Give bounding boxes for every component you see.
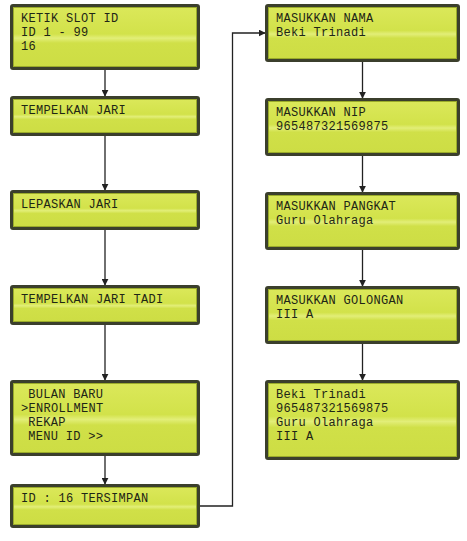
flow-arrow: [104, 325, 105, 380]
lcd-text: Beki Trinadi: [276, 26, 449, 40]
lcd-text: MASUKKAN NAMA: [276, 12, 449, 26]
flow-arrow: [362, 344, 363, 380]
flow-arrow: [362, 62, 363, 98]
lcd-text: Beki Trinadi: [276, 388, 449, 402]
lcd-screen: TEMPELKAN JARI: [10, 96, 200, 136]
flow-arrow: [104, 230, 105, 285]
lcd-text: ID 1 - 99: [21, 26, 189, 40]
lcd-text: III A: [276, 308, 449, 322]
lcd-screen: BULAN BARU>ENROLLMENTREKAPMENU ID >>: [10, 380, 200, 456]
flow-arrow: [362, 250, 363, 286]
lcd-text: III A: [276, 430, 449, 444]
lcd-text: KETIK SLOT ID: [21, 12, 189, 26]
lcd-text: 965487321569875: [276, 120, 449, 134]
flow-arrow: [104, 136, 105, 190]
lcd-screen: Beki Trinadi965487321569875Guru Olahraga…: [265, 380, 460, 460]
lcd-text: BULAN BARU: [21, 388, 189, 402]
flow-arrow: [362, 156, 363, 192]
lcd-text: MASUKKAN NIP: [276, 106, 449, 120]
lcd-screen: ID : 16 TERSIMPAN: [10, 484, 200, 528]
lcd-screen: MASUKKAN NAMABeki Trinadi: [265, 4, 460, 62]
lcd-text: TEMPELKAN JARI: [21, 104, 189, 118]
lcd-screen: MASUKKAN PANGKATGuru Olahraga: [265, 192, 460, 250]
lcd-text: MASUKKAN GOLONGAN: [276, 294, 449, 308]
lcd-text: Guru Olahraga: [276, 416, 449, 430]
lcd-screen: MASUKKAN GOLONGANIII A: [265, 286, 460, 344]
flow-arrow: [104, 70, 105, 96]
lcd-screen: KETIK SLOT IDID 1 - 9916: [10, 4, 200, 70]
lcd-text: REKAP: [21, 416, 189, 430]
flow-arrow: [200, 33, 265, 506]
flow-arrow: [104, 456, 105, 484]
lcd-text: LEPASKAN JARI: [21, 198, 189, 212]
lcd-screen: LEPASKAN JARI: [10, 190, 200, 230]
lcd-text: ID : 16 TERSIMPAN: [21, 492, 189, 506]
lcd-text: MASUKKAN PANGKAT: [276, 200, 449, 214]
lcd-screen: MASUKKAN NIP965487321569875: [265, 98, 460, 156]
lcd-text: TEMPELKAN JARI TADI: [21, 293, 189, 307]
lcd-screen: TEMPELKAN JARI TADI: [10, 285, 200, 325]
lcd-text: 16: [21, 40, 189, 54]
lcd-text: >ENROLLMENT: [21, 402, 189, 416]
lcd-text: Guru Olahraga: [276, 214, 449, 228]
lcd-text: 965487321569875: [276, 402, 449, 416]
lcd-text: MENU ID >>: [21, 430, 189, 444]
